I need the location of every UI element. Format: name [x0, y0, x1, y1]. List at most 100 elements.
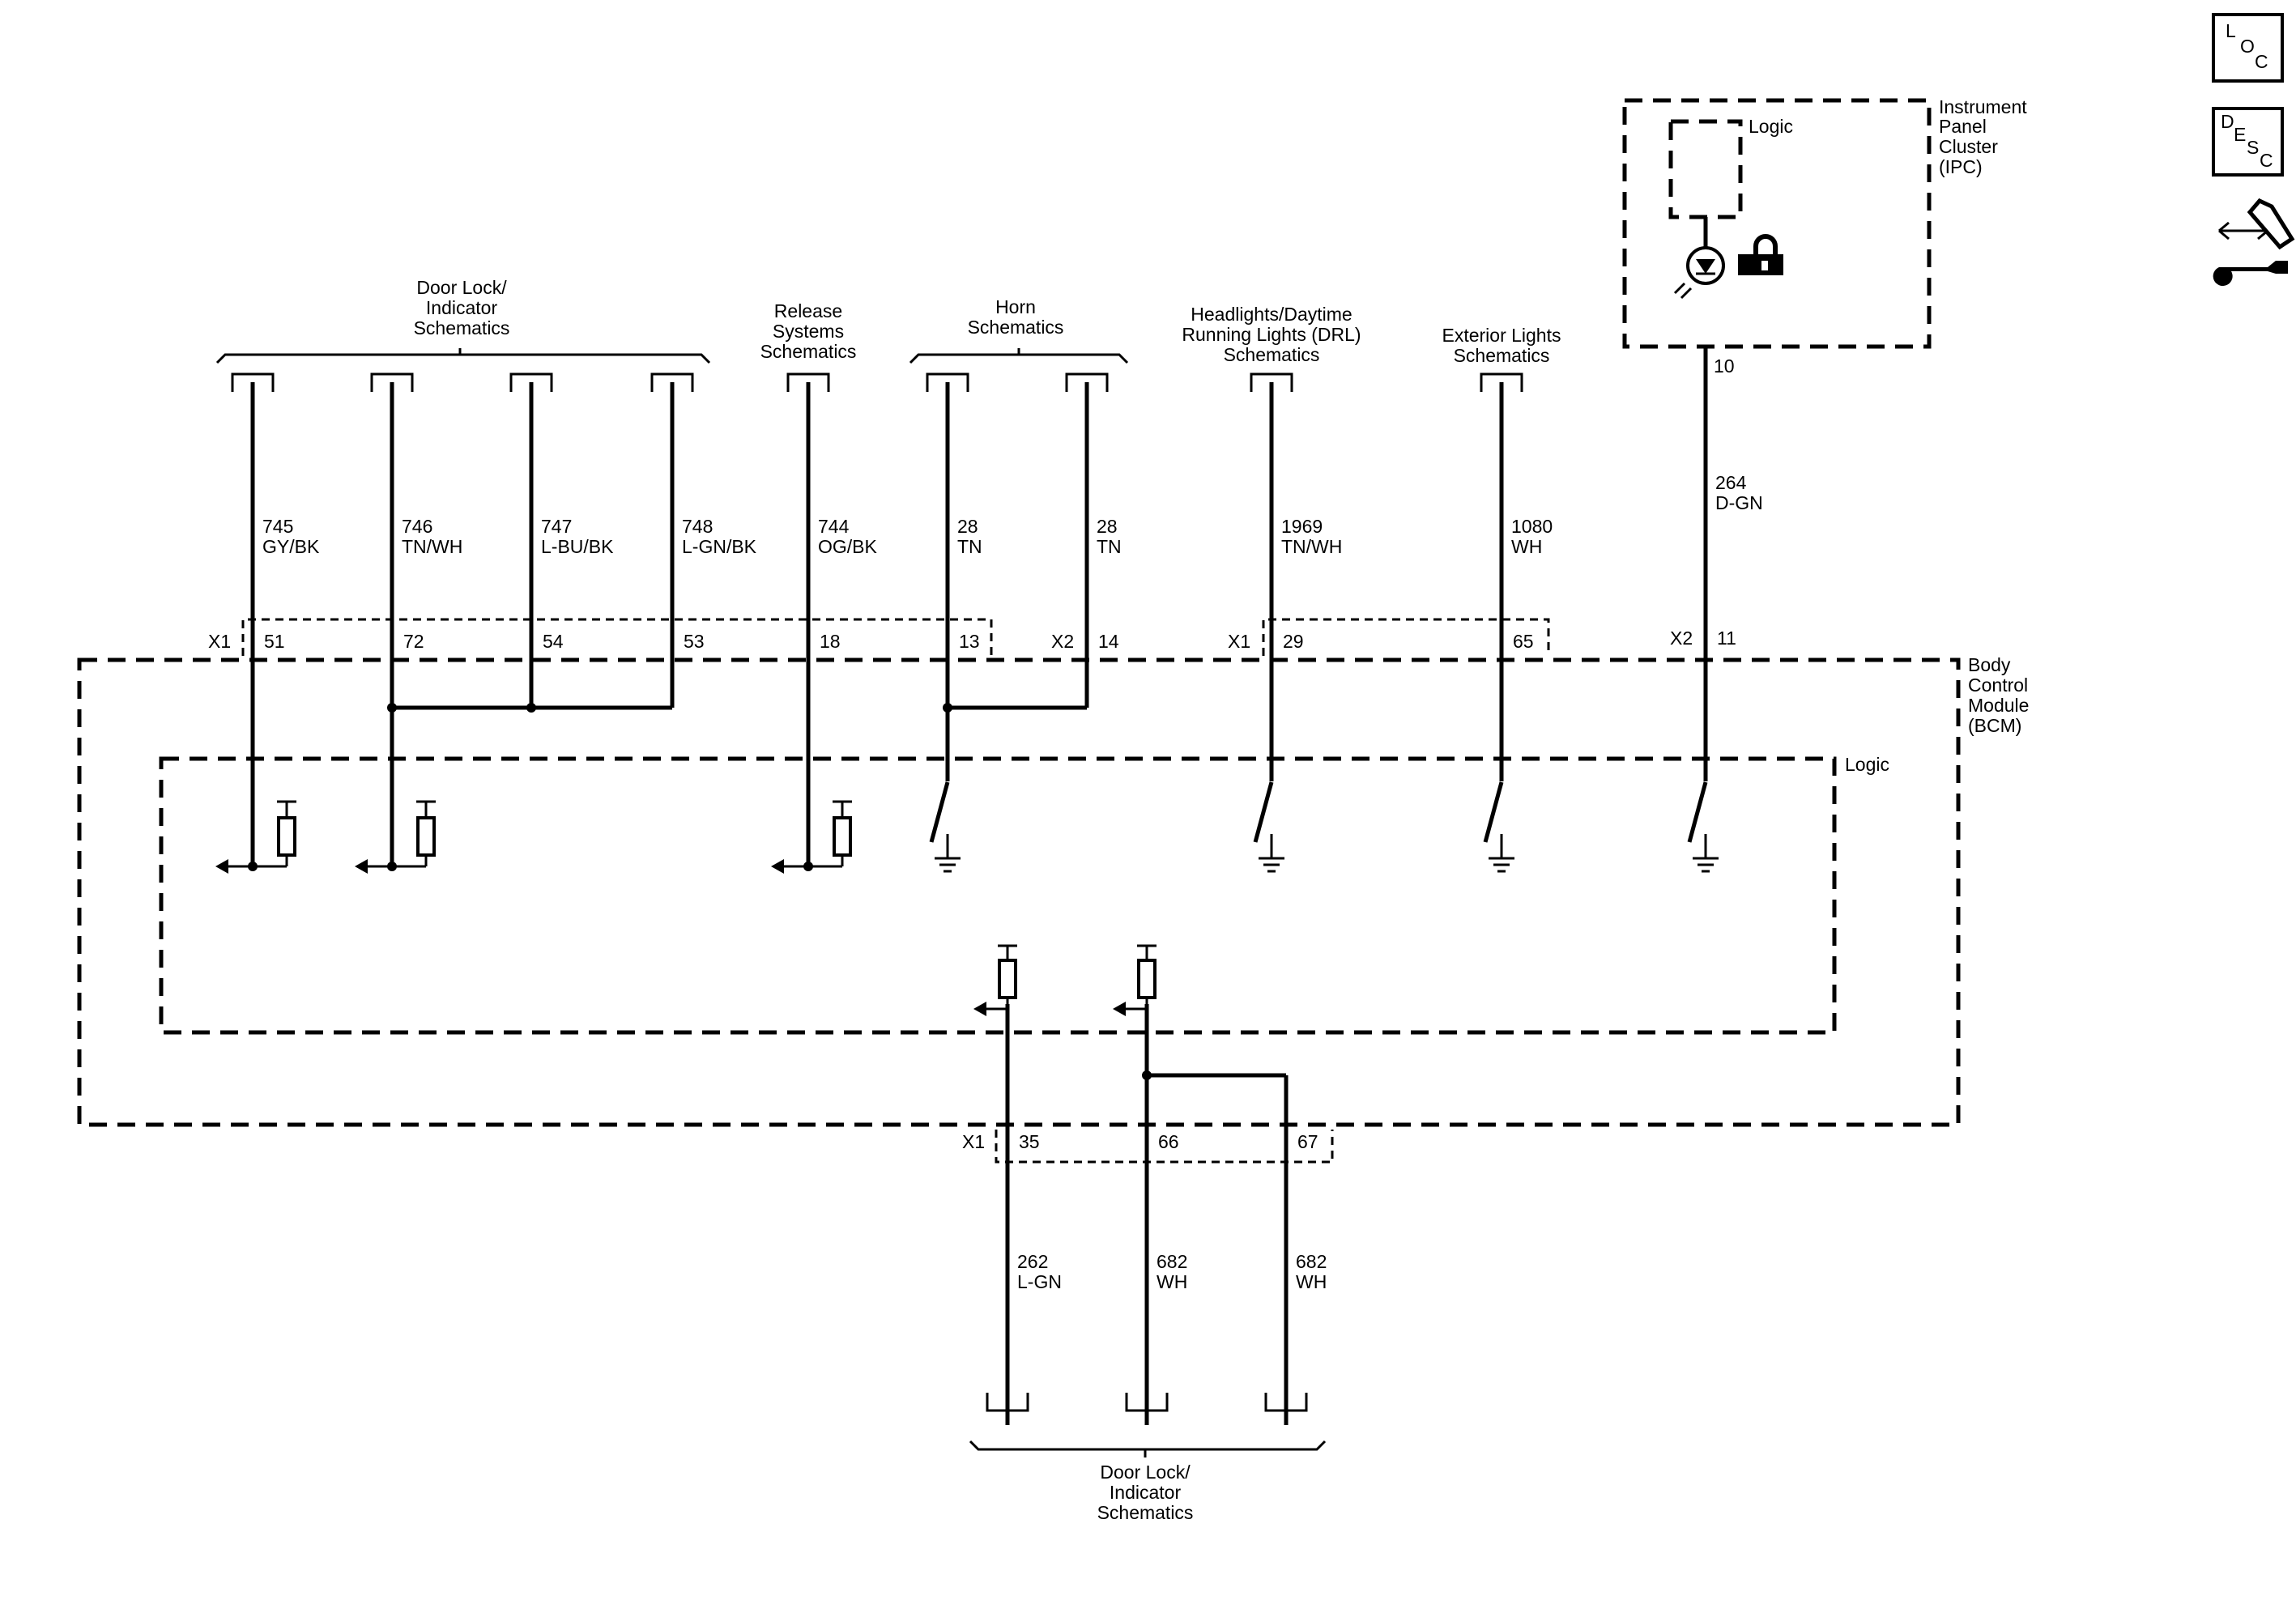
- pin-number: 53: [684, 631, 705, 652]
- ref-release-line-3: Schematics: [760, 341, 857, 362]
- terminal-bottom: [1125, 1393, 1169, 1412]
- ref-horn-line-1: Horn: [995, 296, 1036, 317]
- ref-horn-line-2: Schematics: [968, 317, 1064, 338]
- desc-button[interactable]: D E S C: [2212, 107, 2284, 177]
- wire-color: L-BU/BK: [541, 536, 614, 557]
- bcm-logic-box: [159, 756, 1837, 1035]
- wire-color: TN: [957, 536, 982, 557]
- ref-door-lock-top[interactable]: Door Lock/ Indicator Schematics: [215, 277, 711, 364]
- bcm-name-line-4: (BCM): [1968, 715, 2021, 736]
- terminal-top: [926, 372, 969, 392]
- wire-color: OG/BK: [818, 536, 878, 557]
- ref-exterior-line-2: Schematics: [1454, 345, 1550, 366]
- circuit-number: 264: [1715, 472, 1747, 493]
- terminal-top: [1065, 372, 1109, 392]
- ref-release-line-2: Systems: [773, 321, 844, 342]
- circuit-number: 28: [957, 516, 978, 537]
- bcm-module: Logic Body Control Module (BCM): [77, 654, 2029, 1127]
- pin-number: 67: [1297, 1131, 1318, 1152]
- ref-horn[interactable]: Horn Schematics: [909, 296, 1129, 364]
- connector-wrench-icon[interactable]: [2213, 198, 2295, 287]
- wire-color: D-GN: [1715, 492, 1763, 513]
- pin-number: 29: [1283, 631, 1304, 652]
- wire-color: TN: [1097, 536, 1122, 557]
- terminal-top: [1250, 372, 1293, 392]
- pullup-input-icon: [1113, 944, 1157, 1016]
- wire-color: WH: [1511, 536, 1542, 557]
- circuit-number: 1969: [1281, 516, 1323, 537]
- pin-number: 11: [1717, 628, 1736, 649]
- ref-door-lock-top-line-2: Indicator: [426, 297, 498, 318]
- bcm-name-line-2: Control: [1968, 674, 2028, 696]
- ref-door-lock-bottom[interactable]: Door Lock/ Indicator Schematics: [969, 1440, 1327, 1523]
- ref-headlights-line-1: Headlights/Daytime: [1191, 304, 1352, 325]
- connector-outlines: [241, 618, 1550, 1164]
- circuit-number: 747: [541, 516, 572, 537]
- terminal-bottom: [986, 1393, 1029, 1412]
- ref-release-line-1: Release: [774, 300, 842, 321]
- ground-switch-icon: [929, 781, 961, 873]
- ref-release-systems[interactable]: Release Systems Schematics: [760, 300, 857, 362]
- circuit-number: 262: [1017, 1251, 1048, 1272]
- ipc-module: Logic Instrument Panel Cluster (IPC) 10: [1622, 96, 2027, 377]
- pullup-input-icon: [355, 800, 436, 874]
- pin-number: 66: [1158, 1131, 1179, 1152]
- pin-number: 54: [543, 631, 564, 652]
- bcm-logic-label: Logic: [1845, 754, 1889, 775]
- loc-letter-c: C: [2255, 51, 2268, 72]
- terminal-top: [1480, 372, 1523, 392]
- bcm-name-line-1: Body: [1968, 654, 2011, 675]
- wire-color: GY/BK: [262, 536, 320, 557]
- lock-icon: [1738, 234, 1783, 275]
- pin-number: 14: [1098, 631, 1119, 652]
- ipc-logic-box: [1668, 119, 1743, 219]
- ref-exterior-lights[interactable]: Exterior Lights Schematics: [1442, 325, 1561, 366]
- wire-color: WH: [1157, 1271, 1187, 1292]
- terminal-top: [650, 372, 694, 392]
- ipc-logic-label: Logic: [1749, 116, 1793, 137]
- pullup-input-icon: [771, 800, 852, 874]
- desc-letter-d: D: [2221, 111, 2234, 132]
- bcm-name-line-3: Module: [1968, 695, 2029, 716]
- pullup-input-icon: [215, 800, 296, 874]
- circuit-number: 744: [818, 516, 850, 537]
- circuit-number: 748: [682, 516, 713, 537]
- circuit-number: 745: [262, 516, 293, 537]
- desc-letter-e: E: [2234, 124, 2246, 145]
- terminal-top: [509, 372, 553, 392]
- ref-door-lock-bottom-line-3: Schematics: [1097, 1502, 1194, 1523]
- connector-x1-bottom: X1: [962, 1131, 985, 1152]
- loc-button[interactable]: L O C: [2212, 13, 2284, 83]
- pin-number: 18: [820, 631, 841, 652]
- terminal-top: [370, 372, 414, 392]
- wire-color: WH: [1296, 1271, 1327, 1292]
- circuit-number: 1080: [1511, 516, 1553, 537]
- ipc-name-line-4: (IPC): [1939, 156, 1983, 177]
- connector-x2-b: X2: [1670, 628, 1693, 649]
- led-indicator-icon: [1673, 217, 1725, 300]
- connector-x2-a: X2: [1051, 631, 1074, 652]
- ref-door-lock-top-line-3: Schematics: [414, 317, 510, 338]
- wire-color: L-GN: [1017, 1271, 1062, 1292]
- ipc-name-line-3: Cluster: [1939, 136, 1998, 157]
- ground-switch-icon: [1483, 781, 1514, 873]
- connector-x1-b: X1: [1228, 631, 1250, 652]
- pullup-input-icon: [973, 944, 1017, 1016]
- circuit-number: 682: [1296, 1251, 1327, 1272]
- ref-headlights-drl[interactable]: Headlights/Daytime Running Lights (DRL) …: [1182, 304, 1361, 365]
